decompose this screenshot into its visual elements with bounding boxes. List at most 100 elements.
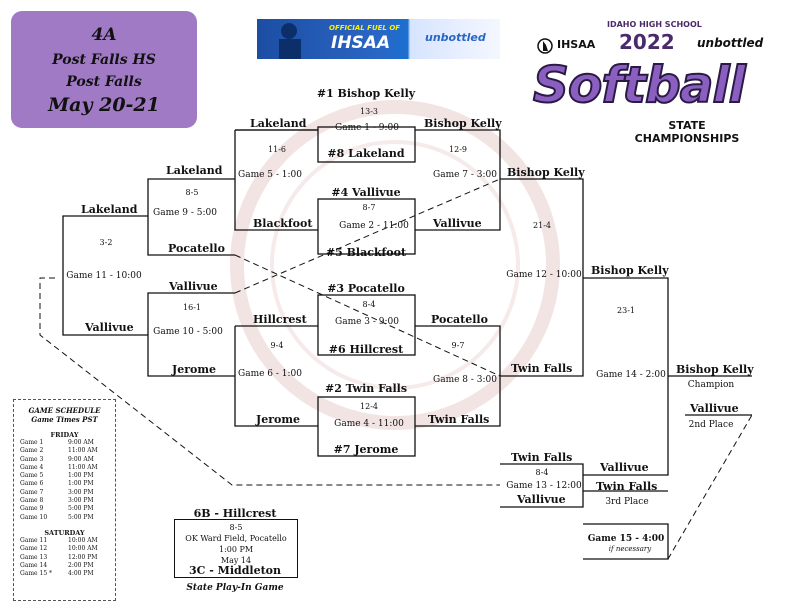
team-vallivue-g13: Vallivue bbox=[517, 493, 566, 506]
logo-org: IHSAA bbox=[557, 38, 596, 51]
schedule-game: Game 4 bbox=[20, 463, 44, 471]
second-place-team: Vallivue bbox=[690, 402, 739, 415]
team-twin-falls-g8: Twin Falls bbox=[428, 413, 490, 426]
schedule-row: Game 2 11:00 AM bbox=[14, 447, 115, 455]
schedule-time: 12:00 PM bbox=[68, 553, 98, 561]
team-pocatello-g8: Pocatello bbox=[431, 313, 488, 326]
game-15-note: if necessary bbox=[608, 545, 652, 553]
third-place-caption: 3rd Place bbox=[605, 497, 649, 507]
seed-4-label: #4 Vallivue bbox=[331, 186, 401, 199]
game-1-label: Game 1 - 9:00 bbox=[335, 123, 399, 133]
team-hillcrest-g6: Hillcrest bbox=[253, 313, 307, 326]
schedule-time: 10:00 AM bbox=[68, 545, 98, 553]
second-place-caption: 2nd Place bbox=[688, 420, 734, 430]
sponsor-figure-icon bbox=[279, 23, 301, 59]
logo-brand: unbottled bbox=[697, 36, 764, 50]
schedule-game: Game 14 bbox=[20, 561, 48, 569]
third-place-team: Twin Falls bbox=[596, 480, 658, 493]
play-in-time: 1:00 PM bbox=[218, 545, 254, 554]
schedule-row: Game 11 10:00 AM bbox=[14, 537, 115, 545]
seed-8-label: #8 Lakeland bbox=[327, 147, 405, 160]
game-6-label: Game 6 - 1:00 bbox=[238, 369, 302, 379]
seed-1-label: #1 Bishop Kelly bbox=[316, 87, 416, 100]
classification-label: 4A bbox=[91, 25, 117, 45]
game-13-bracket-line bbox=[500, 463, 584, 508]
loser-drop-g12 bbox=[234, 254, 501, 377]
schedule-game: Game 13 bbox=[20, 553, 48, 561]
logo-year: 2022 bbox=[619, 30, 675, 54]
game-6-score: 9-4 bbox=[270, 341, 284, 350]
schedule-heading: GAME SCHEDULE bbox=[28, 406, 101, 415]
game-2-score: 8-7 bbox=[362, 203, 376, 212]
schedule-row: Game 10 5:00 PM bbox=[14, 514, 115, 522]
game-10-label: Game 10 - 5:00 bbox=[153, 327, 223, 337]
play-in-score: 8-5 bbox=[229, 523, 243, 532]
game-11-label: Game 11 - 10:00 bbox=[66, 271, 142, 281]
game-4-score: 12-4 bbox=[360, 402, 378, 411]
game-7-score: 12-9 bbox=[449, 145, 467, 154]
seed-5-label: #5 Blackfoot bbox=[325, 246, 407, 259]
sponsor-tagline: OFFICIAL FUEL OF bbox=[329, 24, 401, 32]
team-bishop-kelly-g14: Bishop Kelly bbox=[591, 264, 669, 277]
loser-drop-g14 bbox=[667, 414, 753, 560]
schedule-game: Game 6 bbox=[20, 480, 44, 488]
schedule-game: Game 11 bbox=[20, 536, 48, 544]
logo-subtitle-1: STATE bbox=[668, 119, 706, 132]
seed-6-label: #6 Hillcrest bbox=[328, 343, 404, 356]
saturday-list: Game 11 10:00 AM Game 12 10:00 AM Game 13 1… bbox=[14, 537, 115, 578]
schedule-game: Game 12 bbox=[20, 545, 48, 553]
play-in-team-bottom: 3C - Middleton bbox=[189, 564, 281, 577]
game-11-bracket-line bbox=[62, 215, 148, 336]
game-5-label: Game 5 - 1:00 bbox=[238, 170, 302, 180]
game-3-label: Game 3 - 9:00 bbox=[335, 317, 399, 327]
game-13-label: Game 13 - 12:00 bbox=[506, 481, 582, 491]
seed-7-label: #7 Jerome bbox=[333, 443, 399, 456]
play-in-box bbox=[174, 519, 298, 578]
game-5-score: 11-6 bbox=[268, 145, 286, 154]
game-15-line bbox=[583, 523, 669, 560]
sponsor-org: IHSAA bbox=[331, 33, 391, 53]
schedule-game: Game 10 bbox=[20, 513, 48, 521]
team-blackfoot-g5: Blackfoot bbox=[253, 217, 313, 230]
city-label: Post Falls bbox=[66, 74, 142, 90]
host-label: Post Falls HS bbox=[52, 52, 156, 68]
game-2-label: Game 2 - 11:00 bbox=[339, 221, 409, 231]
seed-3-label: #3 Pocatello bbox=[327, 282, 405, 295]
schedule-row: Game 3 9:00 AM bbox=[14, 456, 115, 464]
logo-subtitle-2: CHAMPIONSHIPS bbox=[634, 131, 740, 145]
game-2-box bbox=[317, 198, 416, 255]
game-11-score: 3-2 bbox=[99, 238, 113, 247]
schedule-time: 3:00 PM bbox=[68, 488, 94, 496]
schedule-time: 11:00 AM bbox=[68, 447, 98, 455]
play-in-caption: State Play-In Game bbox=[186, 583, 284, 593]
sponsor-brand: unbottled bbox=[425, 31, 486, 44]
schedule-game: Game 3 bbox=[20, 455, 44, 463]
game-8-label: Game 8 - 3:00 bbox=[433, 375, 497, 385]
schedule-time: 3:00 PM bbox=[68, 497, 94, 505]
game-14-score: 23-1 bbox=[617, 306, 635, 315]
schedule-time: 10:00 AM bbox=[68, 536, 98, 544]
schedule-game: Game 2 bbox=[20, 447, 44, 455]
game-6-bracket-line bbox=[234, 325, 318, 427]
schedule-time: 9:00 AM bbox=[68, 455, 94, 463]
championship-logo: IDAHO HIGH SCHOOL IHSAA 2022 unbottled S… bbox=[527, 14, 782, 154]
seed-2-label: #2 Twin Falls bbox=[324, 382, 408, 395]
schedule-game: Game 5 bbox=[20, 472, 44, 480]
schedule-time: 5:00 PM bbox=[68, 513, 94, 521]
game-13-score: 8-4 bbox=[535, 468, 549, 477]
play-in-date: May 14 bbox=[220, 556, 252, 565]
game-7-label: Game 7 - 3:00 bbox=[433, 170, 497, 180]
schedule-time: 1:00 PM bbox=[68, 472, 94, 480]
game-5-bracket-line bbox=[234, 129, 318, 231]
schedule-time: 5:00 PM bbox=[68, 505, 94, 513]
game-7-bracket-line bbox=[415, 129, 501, 231]
